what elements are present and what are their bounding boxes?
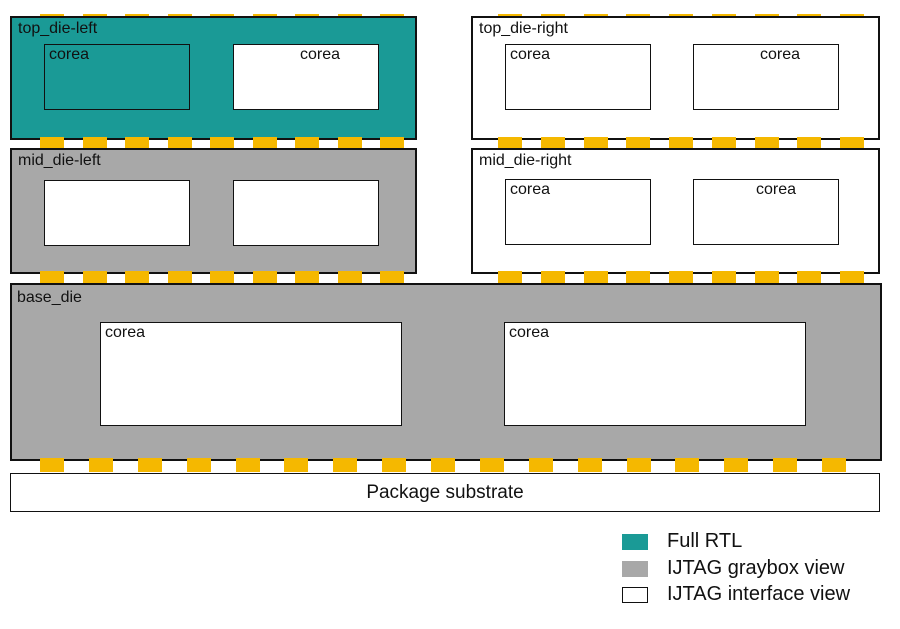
top-die-right-label: top_die-right	[479, 20, 568, 37]
top-die-right: top_die-right corea corea	[471, 16, 880, 140]
mid-base-right-bumps	[498, 271, 864, 285]
core-label: corea	[300, 46, 341, 63]
legend-label-full-rtl: Full RTL	[667, 530, 743, 552]
package-substrate-label: Package substrate	[366, 481, 524, 503]
top-die-left: top_die-left corea corea	[10, 16, 417, 140]
mid-die-left-label: mid_die-left	[18, 152, 101, 169]
base-die: base_die corea corea	[10, 283, 882, 461]
top-die-right-core-1: corea	[505, 44, 651, 110]
top-mid-left-bumps	[40, 137, 404, 151]
core-label: corea	[509, 324, 550, 341]
mid-die-left-core-1	[44, 180, 190, 246]
core-label: corea	[510, 46, 551, 63]
core-label: corea	[49, 46, 90, 63]
legend-swatch-full-rtl	[622, 534, 648, 550]
top-die-left-core-2: corea	[233, 44, 379, 110]
top-die-left-label: top_die-left	[18, 20, 98, 37]
core-label: corea	[510, 181, 551, 198]
mid-die-left: mid_die-left	[10, 148, 417, 274]
mid-die-right-core-1: corea	[505, 179, 651, 245]
base-die-label: base_die	[17, 289, 82, 306]
base-substrate-bumps	[40, 458, 846, 472]
core-label: corea	[105, 324, 146, 341]
top-mid-right-bumps	[498, 137, 864, 151]
legend-swatch-graybox	[622, 561, 648, 577]
mid-base-left-bumps	[40, 271, 404, 285]
mid-die-right-core-2: corea	[693, 179, 839, 245]
mid-die-right-label: mid_die-right	[479, 152, 572, 169]
core-label: corea	[756, 181, 797, 198]
legend-label-interface: IJTAG interface view	[667, 583, 851, 605]
top-die-left-core-1: corea	[44, 44, 190, 110]
legend-label-graybox: IJTAG graybox view	[667, 557, 845, 579]
mid-die-left-core-2	[233, 180, 379, 246]
top-die-right-core-2: corea	[693, 44, 839, 110]
mid-die-right: mid_die-right corea corea	[471, 148, 880, 274]
core-label: corea	[760, 46, 801, 63]
package-substrate: Package substrate	[10, 473, 880, 512]
base-die-core-2: corea	[504, 322, 806, 426]
legend-swatch-interface	[622, 587, 648, 603]
base-die-core-1: corea	[100, 322, 402, 426]
